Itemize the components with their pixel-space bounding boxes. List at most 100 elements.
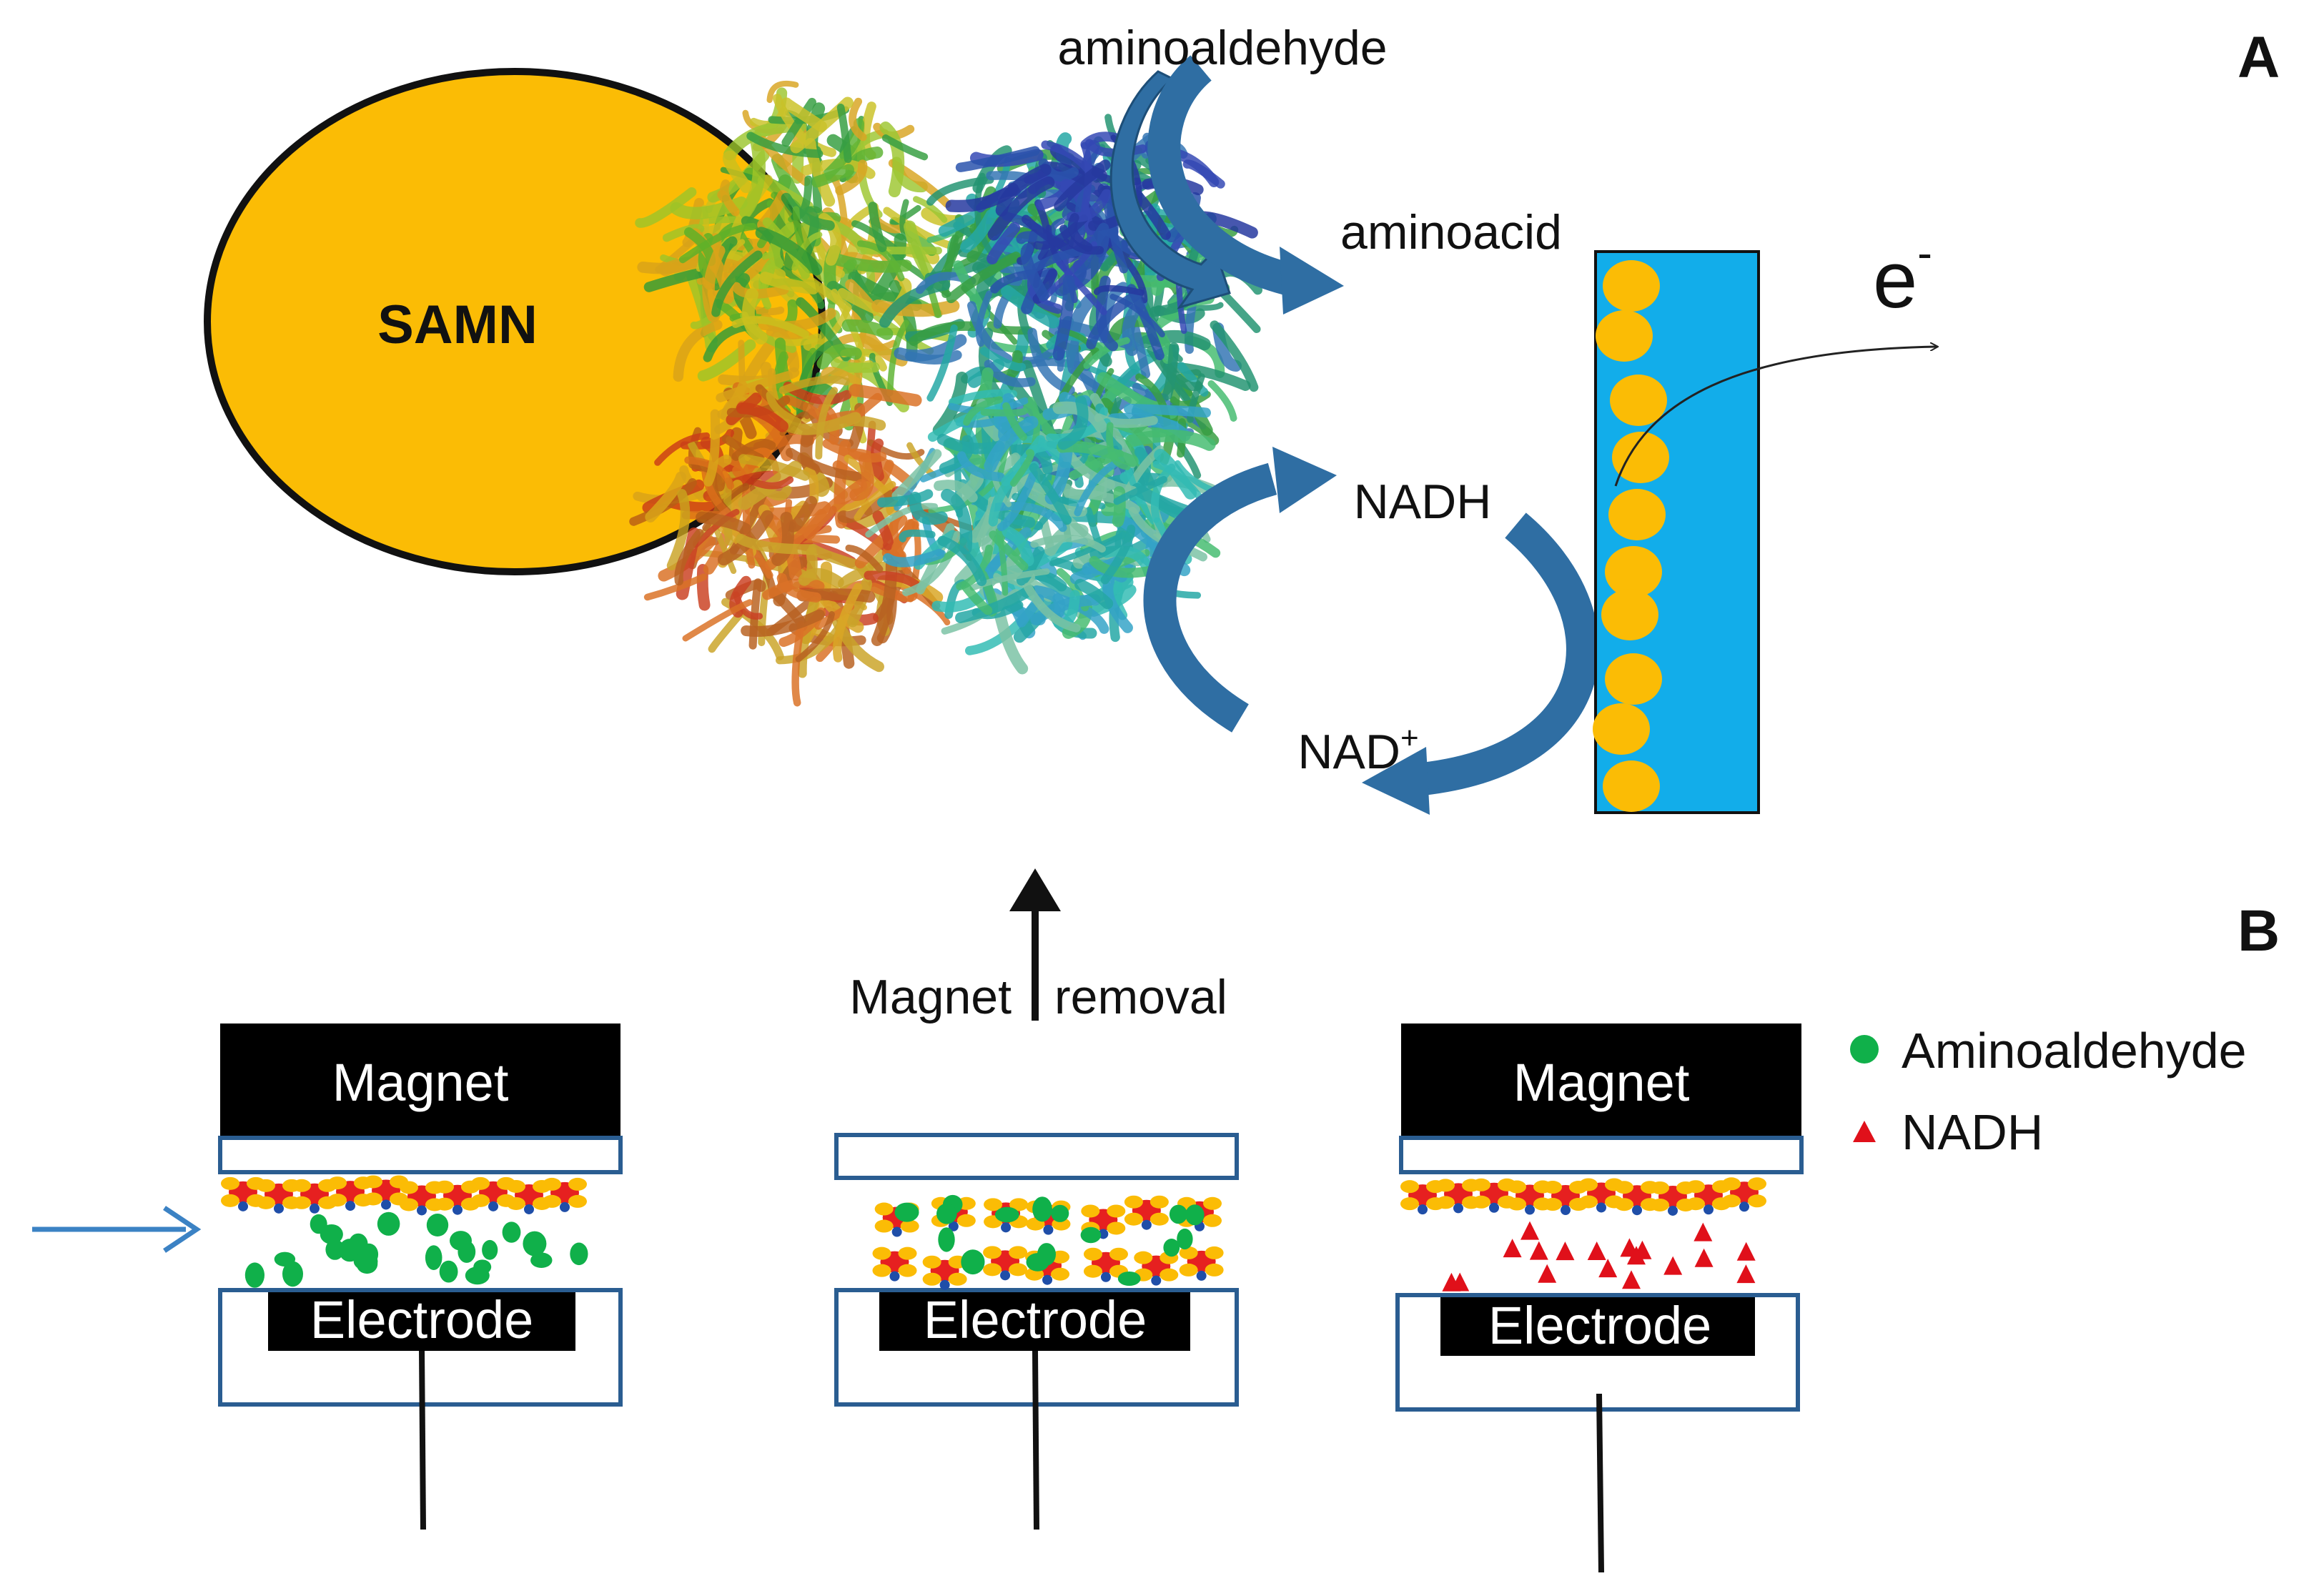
magnet-label-1: Magnet bbox=[332, 1053, 509, 1112]
electrode-label-3: Electrode bbox=[1488, 1296, 1712, 1355]
cluster-ring bbox=[1748, 1177, 1766, 1190]
cluster-ring bbox=[471, 1194, 490, 1207]
cluster-ring bbox=[568, 1178, 587, 1191]
cluster-ring bbox=[568, 1195, 587, 1208]
cluster-dot bbox=[1151, 1276, 1161, 1286]
cluster-ring bbox=[1051, 1268, 1069, 1281]
cluster-dot bbox=[1561, 1205, 1571, 1215]
magnet-removal-word1: Magnet bbox=[849, 970, 1012, 1024]
cluster-dot bbox=[1596, 1202, 1606, 1212]
aminoaldehyde-particle bbox=[320, 1224, 343, 1244]
nadh-particle bbox=[1693, 1223, 1712, 1241]
protein-ribbon-a bbox=[836, 363, 875, 367]
aminoaldehyde-particle bbox=[440, 1261, 458, 1283]
nadh-particle bbox=[1588, 1241, 1606, 1260]
electrode-label-1: Electrode bbox=[310, 1290, 534, 1349]
cluster-dot bbox=[417, 1205, 427, 1215]
cluster-ring bbox=[1009, 1246, 1027, 1259]
cluster-dot bbox=[488, 1201, 498, 1211]
cluster-dot bbox=[889, 1272, 899, 1282]
cluster-dot bbox=[1453, 1203, 1463, 1213]
aminoaldehyde-particle bbox=[961, 1249, 984, 1274]
panel-b-letter: B bbox=[2238, 898, 2280, 963]
cluster-dot bbox=[940, 1280, 950, 1290]
protein-ribbon-c bbox=[1223, 294, 1257, 329]
cluster-dot bbox=[310, 1204, 320, 1214]
cluster-ring bbox=[400, 1198, 418, 1211]
cluster-ring bbox=[1508, 1181, 1526, 1194]
bound-nanoparticles-1 bbox=[221, 1175, 587, 1215]
cluster-ring bbox=[898, 1264, 916, 1277]
cluster-ring bbox=[872, 1264, 891, 1277]
cluster-ring bbox=[1686, 1180, 1705, 1193]
cluster-dot bbox=[1001, 1222, 1011, 1232]
cluster-ring bbox=[1109, 1248, 1128, 1261]
cluster-ring bbox=[543, 1178, 561, 1191]
cluster-ring bbox=[983, 1246, 1002, 1259]
cluster-ring bbox=[1124, 1196, 1143, 1209]
surface-nanoparticle bbox=[1608, 489, 1666, 540]
surface-nanoparticle bbox=[1605, 653, 1662, 705]
cluster-ring bbox=[1543, 1181, 1562, 1194]
cluster-ring bbox=[1150, 1213, 1169, 1226]
cluster-ring bbox=[364, 1192, 382, 1205]
cluster-ring bbox=[543, 1195, 561, 1208]
aminoaldehyde-particle bbox=[1081, 1227, 1102, 1243]
cluster-ring bbox=[1081, 1204, 1099, 1217]
cluster-dot bbox=[1525, 1205, 1535, 1215]
surface-nanoparticle bbox=[1596, 310, 1653, 362]
cluster-ring bbox=[875, 1203, 894, 1216]
cluster-ring bbox=[1205, 1264, 1224, 1277]
nadh-particle bbox=[1521, 1221, 1539, 1240]
protein-ribbon-b bbox=[686, 603, 750, 638]
electron-label: e- bbox=[1873, 229, 1932, 324]
surface-nanoparticle bbox=[1601, 589, 1658, 640]
cluster-ring bbox=[923, 1273, 941, 1286]
cluster-ring bbox=[1084, 1265, 1102, 1278]
cluster-ring bbox=[1203, 1197, 1222, 1210]
substrate-arrow-head bbox=[1280, 247, 1344, 314]
nadh-particle bbox=[1663, 1257, 1682, 1275]
legend-aminoaldehyde-label: Aminoaldehyde bbox=[1902, 1023, 2247, 1079]
legend-aminoaldehyde-marker bbox=[1850, 1035, 1879, 1064]
top-plate-3 bbox=[1401, 1138, 1801, 1172]
surface-nanoparticle bbox=[1593, 703, 1650, 755]
cluster-ring bbox=[1722, 1177, 1741, 1190]
cluster-ring bbox=[1124, 1213, 1143, 1226]
cluster-dot bbox=[1142, 1220, 1152, 1230]
aminoaldehyde-particle bbox=[503, 1221, 521, 1242]
cluster-dot bbox=[892, 1227, 902, 1237]
cluster-ring bbox=[1134, 1251, 1152, 1264]
surface-nanoparticle bbox=[1603, 760, 1660, 812]
cluster-ring bbox=[364, 1175, 382, 1188]
aminoaldehyde-particle bbox=[1051, 1205, 1069, 1222]
protein-ribbon-c bbox=[1211, 384, 1233, 418]
cluster-ring bbox=[901, 1220, 919, 1233]
nadh-particle bbox=[1503, 1239, 1522, 1257]
nad-to-nadh-arrow-head bbox=[1272, 447, 1337, 513]
nadh-label: NADH bbox=[1354, 475, 1492, 529]
cluster-ring bbox=[983, 1263, 1002, 1276]
electrode-wire-3 bbox=[1599, 1394, 1601, 1572]
cluster-ring bbox=[507, 1180, 525, 1193]
cluster-ring bbox=[1722, 1194, 1741, 1207]
aminoaldehyde-particle bbox=[482, 1240, 498, 1260]
cluster-ring bbox=[1543, 1198, 1562, 1211]
cluster-ring bbox=[1748, 1194, 1766, 1207]
legend-nadh-marker bbox=[1853, 1121, 1876, 1142]
cluster-ring bbox=[949, 1273, 967, 1286]
cluster-dot bbox=[274, 1204, 284, 1214]
aminoaldehyde-particle bbox=[570, 1243, 588, 1266]
cluster-ring bbox=[1400, 1197, 1419, 1210]
aminoaldehyde-particle bbox=[938, 1227, 954, 1251]
magnet-removal-arrow-head bbox=[1009, 868, 1061, 911]
cluster-ring bbox=[1472, 1196, 1490, 1209]
cell-3: Magnet Electrode bbox=[1398, 1023, 1801, 1572]
aminoaldehyde-label: aminoaldehyde bbox=[1057, 21, 1387, 75]
aminoaldehyde-particle bbox=[1170, 1205, 1187, 1224]
panel-a-letter: A bbox=[2238, 25, 2280, 90]
nadh-particles-3 bbox=[1442, 1221, 1755, 1292]
top-plate-2 bbox=[836, 1135, 1237, 1178]
